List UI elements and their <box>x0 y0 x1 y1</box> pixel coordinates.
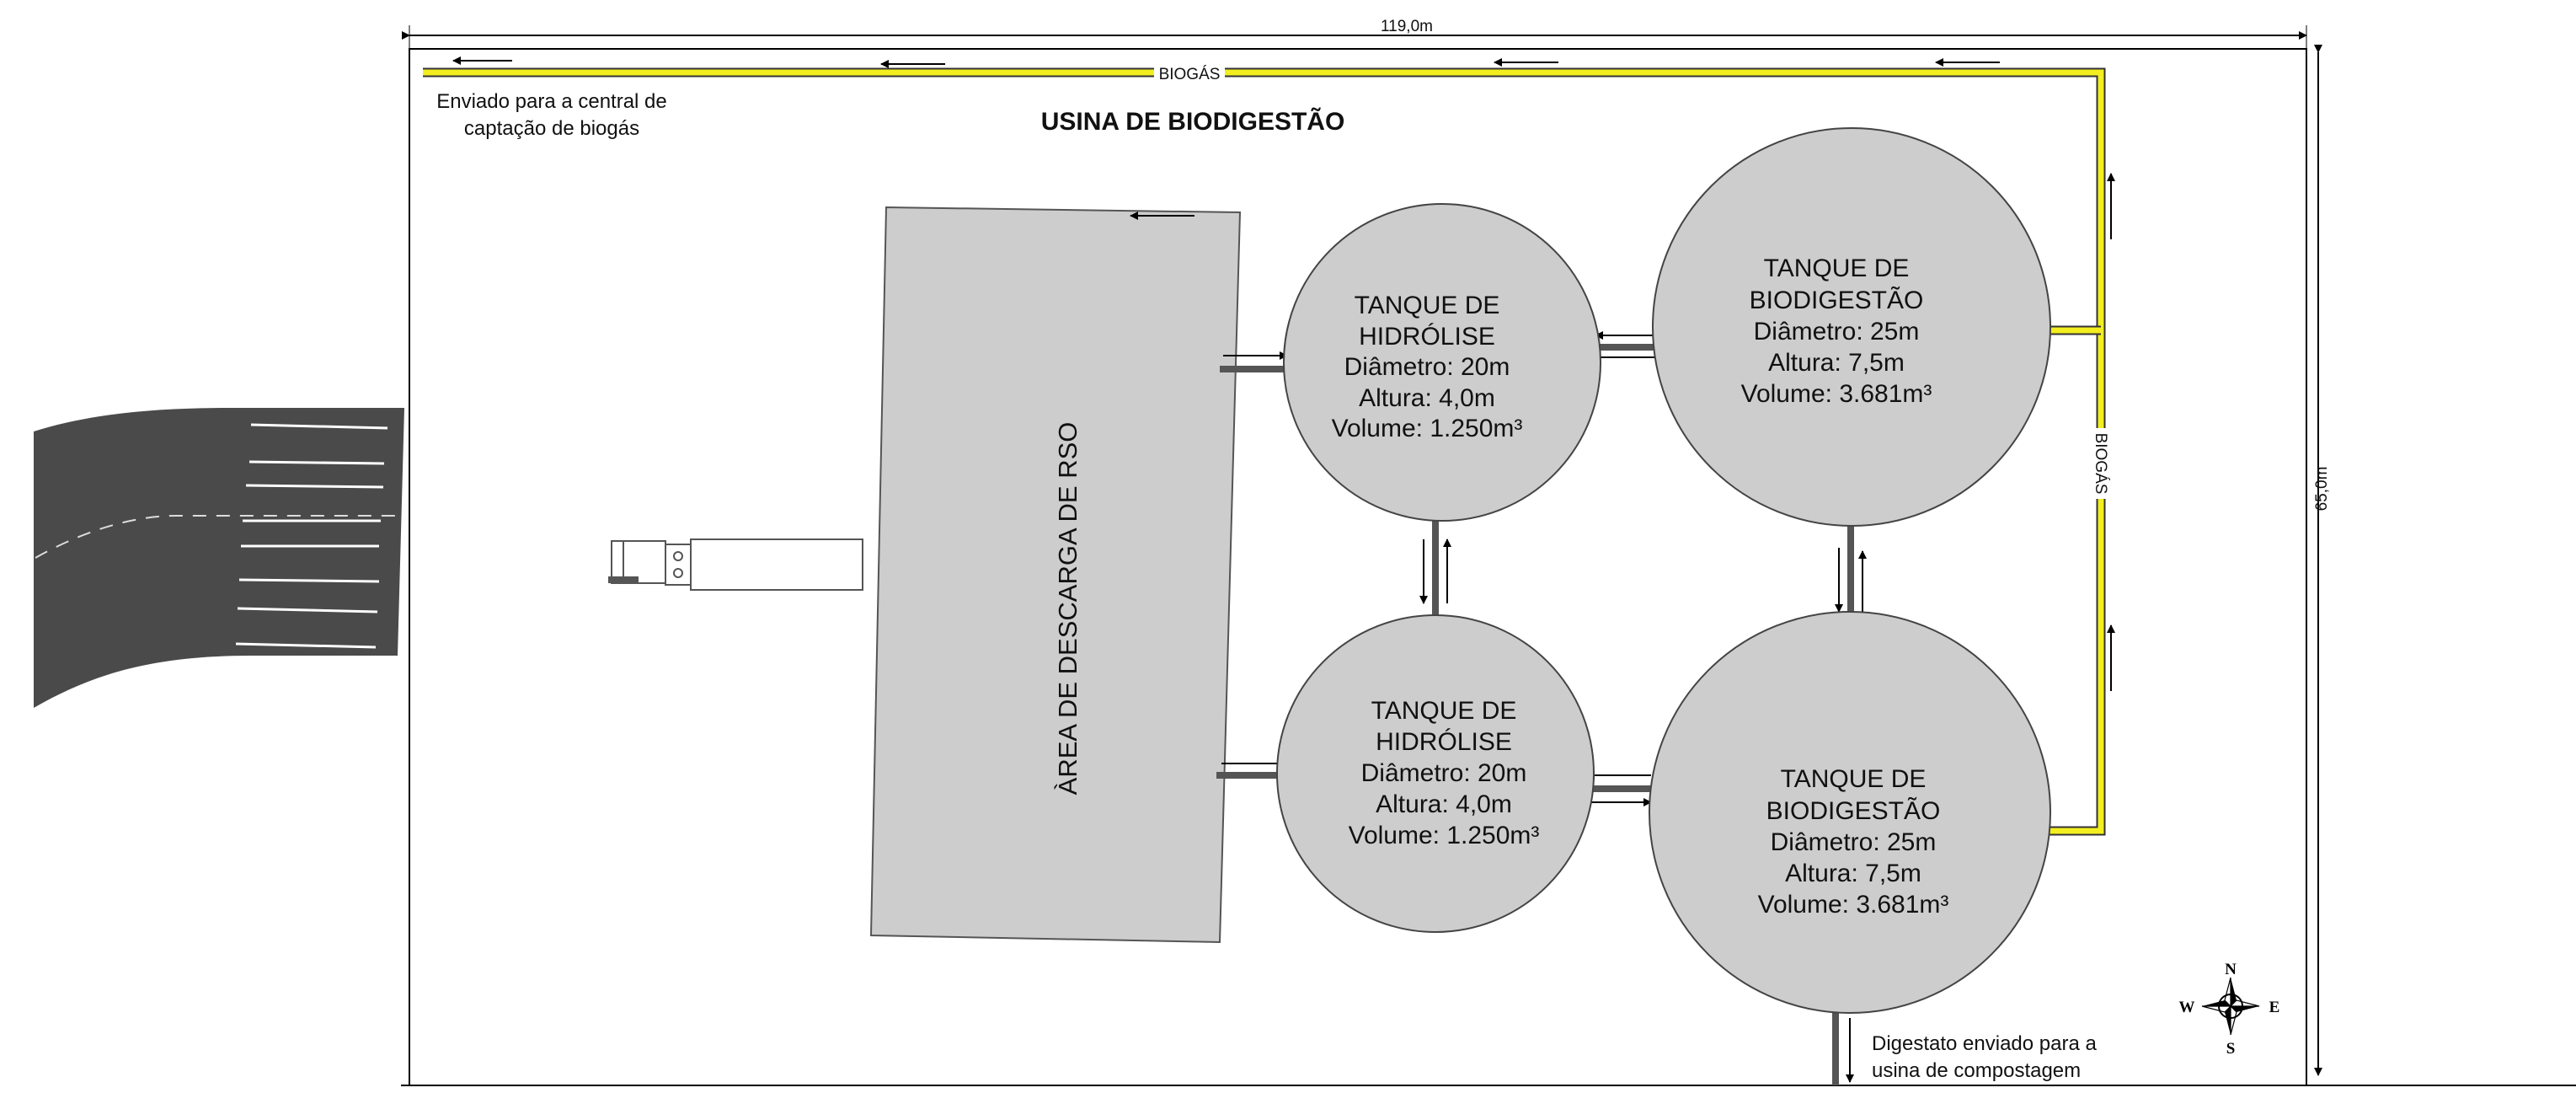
digestate-destination-note: Digestato enviado para a <box>1872 1032 2098 1055</box>
digestate-destination-note: usina de compostagem <box>1872 1059 2081 1082</box>
page-title: USINA DE BIODIGESTÃO <box>1041 107 1345 136</box>
tank-label-line: BIODIGESTÃO <box>1766 796 1941 825</box>
biodigestion-tank-top: TANQUE DE BIODIGESTÃO Diâmetro: 25m Altu… <box>1652 127 2051 527</box>
tank-height: Altura: 7,5m <box>1785 860 1921 887</box>
tank-volume: Volume: 1.250m³ <box>1332 415 1523 442</box>
biogas-destination-note: captação de biogás <box>464 117 639 140</box>
width-dimension: 119,0m <box>402 18 2307 49</box>
tank-height: Altura: 4,0m <box>1359 384 1495 412</box>
tank-label-line: BIODIGESTÃO <box>1750 286 1924 314</box>
compass-south-label: S <box>2226 1040 2236 1058</box>
discharge-area: ÀREA DE DESCARGA DE RSO <box>869 206 1242 944</box>
compass-east-label: E <box>2269 999 2280 1016</box>
discharge-area-label: ÀREA DE DESCARGA DE RSO <box>1053 422 1082 796</box>
truck <box>608 538 863 591</box>
compass-rose: N S E W <box>2179 961 2280 1058</box>
access-road <box>34 408 404 708</box>
height-label: 65,0m <box>2313 467 2331 512</box>
biogas-pipeline: BIOGÁS BIOGÁS <box>423 56 2115 836</box>
tank-volume: Volume: 1.250m³ <box>1349 822 1540 849</box>
tank-label-line: HIDRÓLISE <box>1359 323 1495 351</box>
tank-diameter: Diâmetro: 20m <box>1361 759 1527 787</box>
tank-height: Altura: 4,0m <box>1376 790 1512 818</box>
biogas-label-top: BIOGÁS <box>1159 66 1221 83</box>
hydrolysis-tank-bottom: TANQUE DE HIDRÓLISE Diâmetro: 20m Altura… <box>1276 614 1595 933</box>
tank-volume: Volume: 3.681m³ <box>1741 380 1932 408</box>
biodigestion-tank-bottom: TANQUE DE BIODIGESTÃO Diâmetro: 25m Altu… <box>1649 611 2051 1014</box>
process-pipes <box>1216 331 1867 1085</box>
biogas-label-right: BIOGÁS <box>2092 433 2109 495</box>
tank-label-line: TANQUE DE <box>1764 254 1910 282</box>
compass-north-label: N <box>2225 961 2237 978</box>
hydrolysis-tank-top: TANQUE DE HIDRÓLISE Diâmetro: 20m Altura… <box>1283 203 1601 522</box>
tank-label-line: TANQUE DE <box>1371 697 1517 725</box>
biogas-destination-note: Enviado para a central de <box>436 90 667 113</box>
tank-diameter: Diâmetro: 25m <box>1754 318 1920 346</box>
compass-west-label: W <box>2179 999 2195 1016</box>
tank-diameter: Diâmetro: 25m <box>1771 828 1937 856</box>
tank-label-line: TANQUE DE <box>1355 292 1500 319</box>
tank-label-line: HIDRÓLISE <box>1376 728 1512 756</box>
width-label: 119,0m <box>1381 18 1433 35</box>
tank-volume: Volume: 3.681m³ <box>1758 891 1949 919</box>
tank-diameter: Diâmetro: 20m <box>1344 353 1510 381</box>
height-dimension: 65,0m <box>2313 45 2331 1076</box>
tank-height: Altura: 7,5m <box>1768 349 1905 377</box>
tank-label-line: TANQUE DE <box>1781 765 1927 793</box>
